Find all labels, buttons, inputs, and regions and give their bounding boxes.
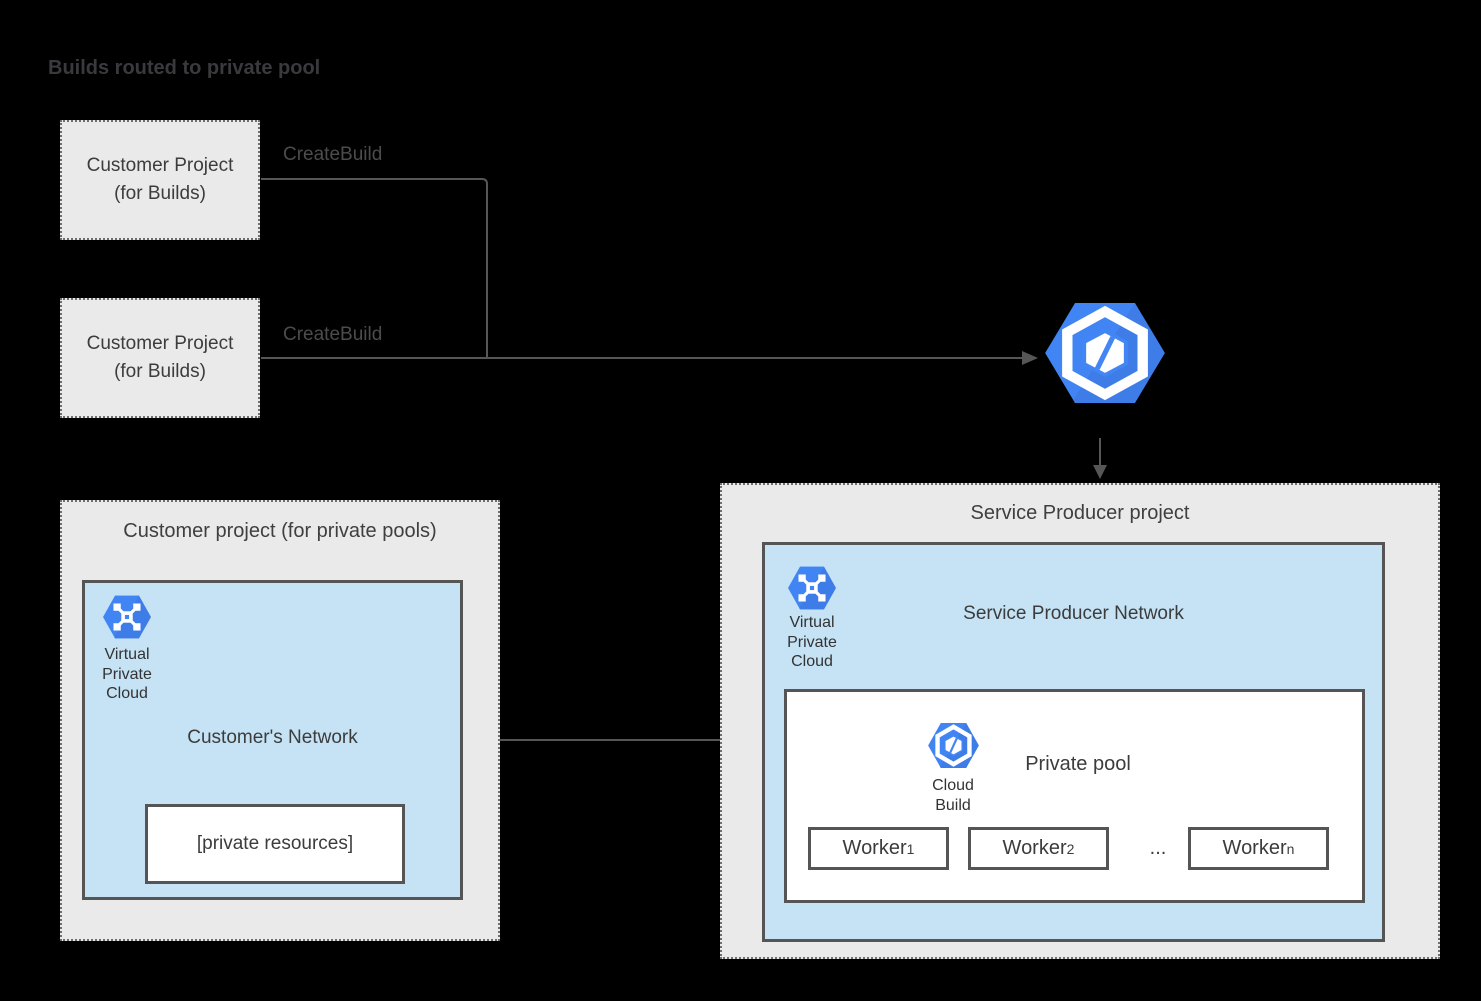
- vpc-icon-caption: Virtual Private Cloud: [787, 614, 837, 671]
- customer-network-title: Customer's Network: [187, 727, 358, 748]
- cloud-build-icon-caption: Cloud Build: [932, 777, 974, 814]
- vpc-icon-caption: Virtual Private Cloud: [102, 646, 152, 703]
- service-producer-network-title: Service Producer Network: [963, 603, 1184, 624]
- service-producer-project-title: Service Producer project: [970, 502, 1190, 524]
- customer-build-project-1-label: Customer Project (for Builds): [86, 155, 234, 204]
- arrowhead-into-cloud-build: [1022, 351, 1038, 365]
- diagram-title: Builds routed to private pool: [48, 57, 321, 79]
- cloud-build-icon: [1040, 292, 1170, 414]
- private-resources-label: [private resources]: [196, 833, 354, 854]
- service-producer-network-box: Virtual Private Cloud Service Producer N…: [762, 542, 1385, 942]
- private-pool-title: Private pool: [1025, 753, 1131, 775]
- customer-network-box: Virtual Private Cloud Customer's Network…: [82, 580, 463, 900]
- createbuild-label-2: CreateBuild: [283, 324, 383, 345]
- cloud-build-icon: [926, 718, 981, 773]
- customer-build-project-1: Customer Project (for Builds): [60, 120, 260, 240]
- vpc-icon: [101, 591, 153, 643]
- customer-pool-project-title: Customer project (for private pools): [123, 520, 437, 542]
- service-producer-project-box: Service Producer project Virtual Private…: [720, 483, 1440, 959]
- customer-build-project-2: Customer Project (for Builds): [60, 298, 260, 418]
- arrowhead-into-producer: [1093, 465, 1107, 479]
- worker-ellipsis: ...: [1149, 837, 1167, 859]
- customer-pool-project-box: Customer project (for private pools) Vir…: [60, 500, 500, 941]
- private-resources-box: [private resources]: [145, 804, 405, 884]
- createbuild-label-1: CreateBuild: [283, 144, 383, 165]
- customer-build-project-2-label: Customer Project (for Builds): [86, 333, 234, 382]
